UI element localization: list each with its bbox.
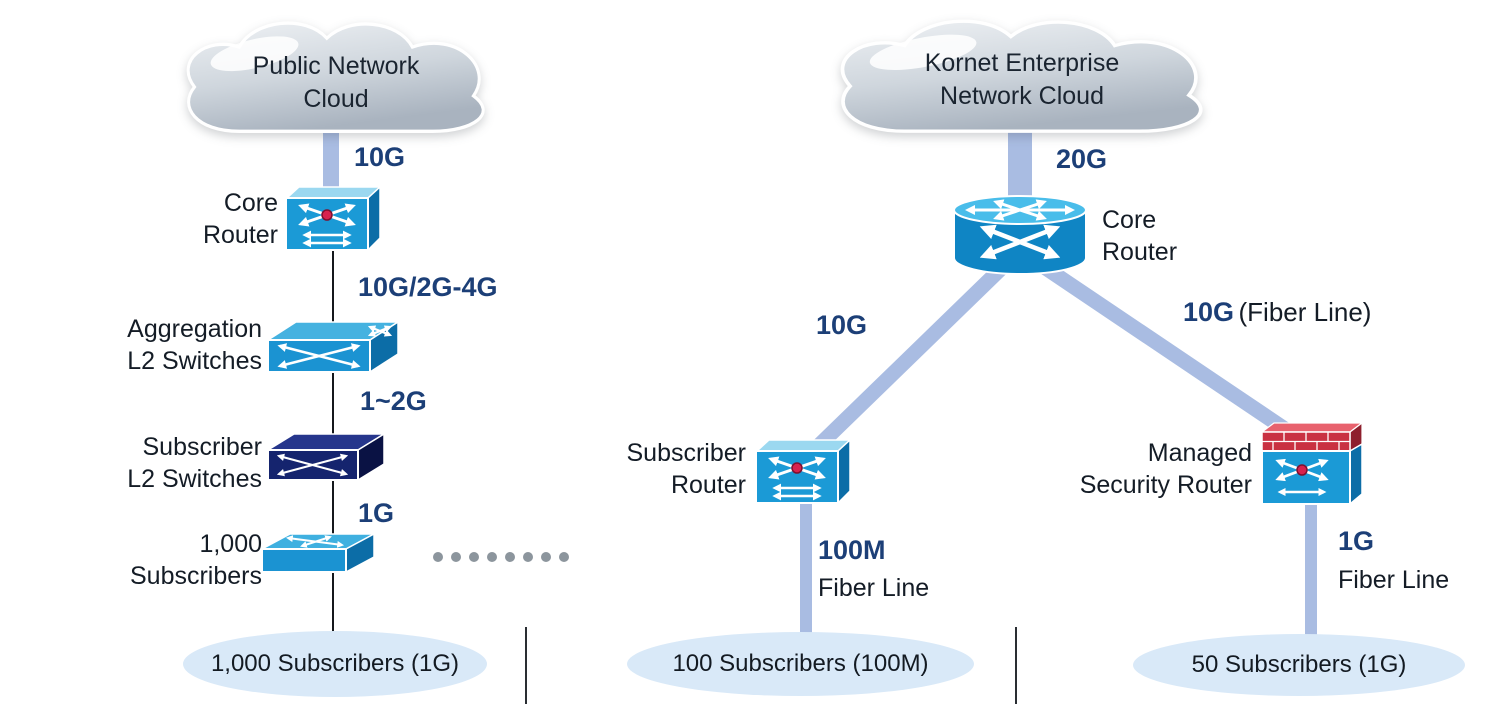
dot: [541, 552, 551, 562]
left-drop-type-label: Fiber Line: [818, 574, 930, 602]
cloud-icon: [186, 21, 485, 134]
right-drop-type-label: Fiber Line: [1338, 566, 1450, 594]
left-agg-to-sub-speed-label: 1~2G: [360, 386, 427, 416]
dot: [487, 552, 497, 562]
kornet-cloud-label: Kornet Enterprise Network Cloud: [924, 49, 1120, 110]
subscriber-switch-label: Subscriber L2 Switches: [127, 433, 262, 493]
left-access-speed-label: 1G: [358, 498, 395, 528]
right-footer-ellipse: 50 Subscribers (1G): [1133, 634, 1465, 696]
core-router-cylinder-icon: [953, 195, 1087, 275]
branch-right-note: (Fiber Line): [1238, 297, 1372, 327]
branch-right-speed-label: 10G (Fiber Line): [1183, 297, 1371, 328]
branch-left-speed-label: 10G: [816, 310, 868, 340]
public-cloud-label: Public Network Cloud: [252, 52, 420, 113]
link-core-to-subscriber-router: [800, 250, 1020, 464]
access-switch: [260, 531, 376, 577]
left-core-router-label: Core Router: [202, 189, 278, 249]
cloud-icon: [840, 19, 1203, 133]
subscriber-router-label: Subscriber Router: [626, 439, 747, 499]
dot: [451, 552, 461, 562]
managed-security-router: [1256, 420, 1366, 506]
right-core-router-label: Core Router: [1102, 206, 1178, 266]
access-subscribers-label: 1,000 Subscribers: [130, 530, 262, 590]
dark-l2-switch-icon: [266, 432, 386, 482]
dot: [505, 552, 515, 562]
link-core-to-security-router: [1023, 249, 1318, 455]
middle-footer-ellipse: 100 Subscribers (100M): [627, 632, 974, 696]
more-subscribers-dots: [433, 552, 569, 562]
right-drop-speed-label: 1G: [1338, 526, 1375, 556]
dot: [433, 552, 443, 562]
left-core-router: [283, 182, 383, 252]
branch-right-speed: 10G: [1183, 297, 1235, 327]
l2-switch-icon: [266, 320, 400, 374]
left-uplink-speed-label: 10G: [354, 142, 406, 172]
security-router-label: Managed Security Router: [1079, 439, 1252, 499]
access-switch-icon: [261, 532, 375, 574]
left-footer-ellipse: 1,000 Subscribers (1G): [183, 631, 487, 697]
aggregation-switch-label: Aggregation L2 Switches: [127, 315, 262, 375]
dot: [469, 552, 479, 562]
middle-footer-label: 100 Subscribers (100M): [672, 650, 929, 677]
dot: [559, 552, 569, 562]
aggregation-l2-switch: [266, 318, 400, 380]
subscriber-router: [753, 435, 853, 505]
right-core-router: [950, 194, 1090, 278]
dot: [523, 552, 533, 562]
subscriber-l2-switch: [266, 430, 386, 488]
left-footer-label: 1,000 Subscribers (1G): [210, 650, 460, 677]
kornet-enterprise-cloud: Kornet Enterprise Network Cloud: [818, 14, 1226, 138]
right-footer-label: 50 Subscribers (1G): [1191, 651, 1407, 678]
router-box-icon: [285, 185, 382, 252]
right-uplink-speed-label: 20G: [1056, 144, 1108, 174]
router-box-icon: [755, 438, 852, 505]
left-drop-speed-label: 100M: [818, 535, 886, 565]
firewall-router-icon: [1260, 421, 1364, 506]
public-network-cloud: Public Network Cloud: [168, 16, 504, 138]
left-core-to-agg-speed-label: 10G/2G-4G: [358, 272, 498, 302]
